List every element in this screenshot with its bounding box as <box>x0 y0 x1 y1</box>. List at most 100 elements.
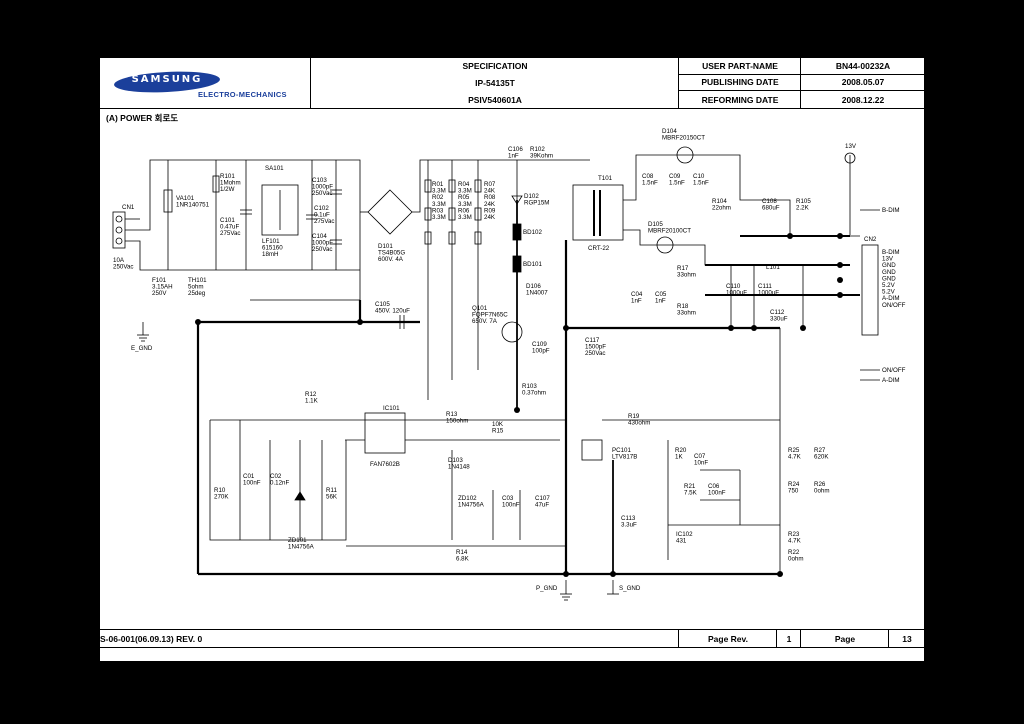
footer-table: S-06-001(06.09.13) REV. 0 Page Rev. 1 Pa… <box>100 629 924 648</box>
v13-terminal <box>844 152 856 164</box>
label-ic101: IC101 <box>383 405 400 412</box>
label-sa101: SA101 <box>265 165 284 172</box>
label-t101: T101 <box>598 175 613 182</box>
spec-page: SAMSUNG ELECTRO-MECHANICS SPECIFICATION … <box>100 58 925 661</box>
section-title: (A) POWER 회로도 <box>106 113 179 123</box>
footer-doc-code: S-06-001(06.09.13) REV. 0 <box>100 633 203 644</box>
header-table: SAMSUNG ELECTRO-MECHANICS SPECIFICATION … <box>100 58 925 108</box>
user-part-value: BN44-00232A <box>800 58 925 75</box>
pc101-optocoupler <box>581 439 603 461</box>
model-number: IP-54135T <box>310 74 679 91</box>
footer-page-value: 13 <box>888 630 925 647</box>
logo-subtitle: ELECTRO-MECHANICS <box>198 90 287 99</box>
d101-bridge <box>367 189 413 235</box>
reforming-value: 2008.12.22 <box>800 91 925 108</box>
publishing-value: 2008.05.07 <box>800 74 925 91</box>
label-l101: L101 <box>766 264 780 271</box>
cn1-pin-3 <box>115 237 123 245</box>
label-e-gnd: E_GND <box>131 345 153 352</box>
footer-page-rev-label: Page Rev. <box>678 630 777 647</box>
va101-varistor <box>163 189 173 213</box>
publishing-label: PUBLISHING DATE <box>678 74 801 91</box>
q101-mosfet <box>501 321 523 343</box>
samsung-logo: SAMSUNG ELECTRO-MECHANICS <box>100 58 310 108</box>
spec-code: PSIV540601A <box>310 91 679 108</box>
cn1-connector <box>112 211 126 249</box>
cn1-pin-1 <box>115 215 123 223</box>
label-cn1: CN1 <box>122 204 135 211</box>
spec-title: SPECIFICATION <box>310 58 679 74</box>
label-a-dim: A-DIM <box>882 377 900 384</box>
label-s-gnd: S_GND <box>619 585 641 592</box>
label-bd102: BD102 <box>523 229 542 236</box>
d104-diode <box>676 146 694 164</box>
label-b-dim: B-DIM <box>882 207 900 214</box>
cn2-connector <box>861 244 879 336</box>
label-on-off: ON/OFF <box>882 367 906 374</box>
user-part-label: USER PART-NAME <box>678 58 801 75</box>
label-p-gnd: P_GND <box>536 585 558 592</box>
ic101-fan7602b <box>364 412 406 454</box>
label-13v: 13V <box>845 143 857 150</box>
label-fan7602b: FAN7602B <box>370 461 400 468</box>
cn1-pin-2 <box>115 226 123 234</box>
footer-page-rev-value: 1 <box>776 630 801 647</box>
footer-page-label: Page <box>800 630 889 647</box>
label-bd101: BD101 <box>523 261 542 268</box>
logo-brand: SAMSUNG <box>131 74 203 85</box>
